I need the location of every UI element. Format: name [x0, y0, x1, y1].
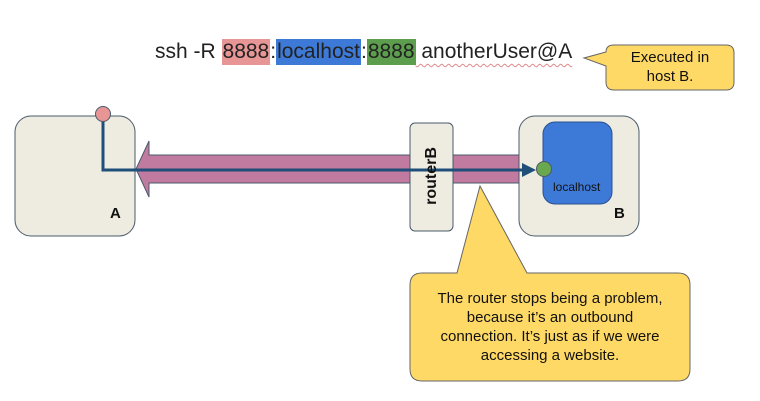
command-prefix: ssh -R: [155, 40, 222, 63]
command-separator-2: :: [360, 40, 367, 63]
executed-callout-text: Executed in host B.: [606, 48, 734, 86]
localhost-label: localhost: [553, 180, 601, 194]
host-b-label: B: [614, 205, 625, 222]
executed-line-2: host B.: [646, 68, 694, 85]
connection-arrowhead: [522, 163, 536, 177]
executed-line-1: Executed in: [630, 49, 710, 66]
router-box: [409, 122, 454, 232]
router-note-line-2: because it’s an outbound: [466, 309, 634, 326]
router-label: routerB: [423, 147, 440, 205]
router-note-callout-shape: [409, 184, 691, 382]
router-note-text: The router stops being a problem, becaus…: [410, 289, 690, 365]
host-a-label: A: [110, 205, 121, 222]
router-note-line-3: connection. It’s just as if we were: [440, 328, 660, 345]
connection-line: [101, 115, 524, 172]
remote-port-highlight: 8888: [221, 39, 271, 65]
host-a-box: [14, 115, 136, 237]
router-note-line-4: accessing a website.: [480, 347, 620, 364]
executed-callout-shape: [582, 44, 735, 91]
command-separator-1: :: [270, 40, 277, 63]
router-note-line-1: The router stops being a problem,: [437, 290, 663, 307]
ssh-command: ssh -R 8888 : localhost : 8888 anotherUs…: [155, 38, 572, 66]
remote-port-dot: [95, 106, 111, 122]
target-host-highlight: localhost: [276, 39, 361, 65]
local-port-dot: [536, 161, 552, 177]
local-port-highlight: 8888: [366, 39, 416, 65]
command-destination: anotherUser@A: [415, 40, 573, 63]
